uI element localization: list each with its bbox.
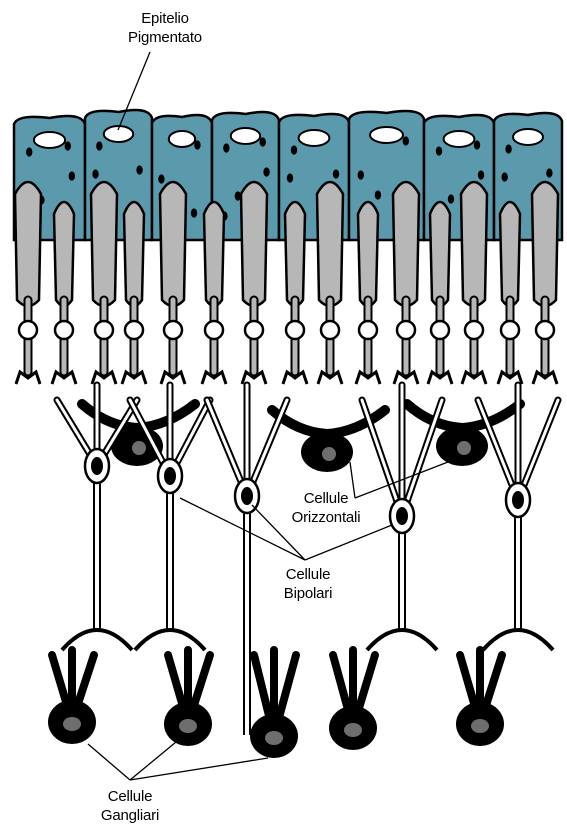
pigment-granule bbox=[65, 141, 71, 150]
photoreceptor-nucleus bbox=[245, 321, 263, 339]
pigment-granule bbox=[291, 145, 297, 154]
rod-outer-segment bbox=[358, 202, 378, 306]
rod-outer-segment bbox=[285, 202, 305, 306]
label-line: Cellule bbox=[266, 565, 350, 584]
ganglion-cells bbox=[48, 650, 504, 758]
photoreceptor-nucleus bbox=[397, 321, 415, 339]
epithelium-nucleus bbox=[370, 127, 403, 143]
photoreceptor-layer bbox=[15, 182, 558, 384]
bipolar-nucleus bbox=[164, 467, 176, 485]
photoreceptor-nucleus bbox=[501, 321, 519, 339]
photoreceptor-nucleus bbox=[286, 321, 304, 339]
pigment-granule bbox=[403, 136, 409, 145]
label-line: Gangliari bbox=[80, 806, 180, 825]
label-ganglion-cells: Cellule Gangliari bbox=[80, 787, 180, 825]
bipolar-nucleus bbox=[241, 487, 253, 505]
pigment-granule bbox=[287, 173, 293, 182]
epithelium-nucleus bbox=[299, 130, 330, 146]
cone-outer-segment bbox=[532, 182, 558, 306]
pigment-granule bbox=[260, 137, 266, 146]
ganglion-nucleus bbox=[63, 717, 81, 731]
pigment-granule bbox=[375, 190, 381, 199]
rod-outer-segment bbox=[124, 202, 144, 306]
ganglion-nucleus bbox=[265, 731, 283, 745]
pigment-granule bbox=[158, 174, 164, 183]
bipolar-nucleus bbox=[512, 491, 524, 509]
label-line: Pigmentato bbox=[110, 28, 220, 47]
epithelium-nucleus bbox=[34, 132, 65, 148]
label-bipolar-cells: Cellule Bipolari bbox=[266, 565, 350, 603]
pigment-granule bbox=[501, 172, 507, 181]
pigment-granule bbox=[136, 165, 142, 174]
photoreceptor-nucleus bbox=[431, 321, 449, 339]
pigment-granule bbox=[478, 170, 484, 179]
horizontal-cell-process bbox=[407, 404, 520, 428]
photoreceptor-nucleus bbox=[465, 321, 483, 339]
horizontal-cell-nucleus bbox=[322, 447, 336, 461]
photoreceptor-nucleus bbox=[359, 321, 377, 339]
ganglion-nucleus bbox=[344, 723, 362, 737]
pigment-granule bbox=[92, 169, 98, 178]
epithelium-nucleus bbox=[231, 128, 260, 144]
label-pigment-epithelium: Epitelio Pigmentato bbox=[110, 9, 220, 47]
leader-line bbox=[88, 742, 268, 780]
ganglion-nucleus bbox=[471, 719, 489, 733]
cone-outer-segment bbox=[317, 182, 343, 306]
rod-outer-segment bbox=[430, 202, 450, 306]
pigment-granule bbox=[194, 140, 200, 149]
pigment-granule bbox=[263, 167, 269, 176]
pigment-granule bbox=[448, 194, 454, 203]
label-line: Cellule bbox=[276, 489, 376, 508]
bipolar-terminal-arbor bbox=[135, 630, 205, 650]
label-line: Epitelio bbox=[110, 9, 220, 28]
epithelium-nucleus bbox=[444, 131, 475, 147]
horizontal-cell-nucleus bbox=[457, 441, 471, 455]
epithelium-nucleus bbox=[169, 131, 195, 147]
pigment-granule bbox=[69, 171, 75, 180]
photoreceptor-nucleus bbox=[125, 321, 143, 339]
cone-outer-segment bbox=[461, 182, 487, 306]
photoreceptor-nucleus bbox=[205, 321, 223, 339]
bipolar-terminal-arbor bbox=[367, 630, 437, 650]
pigment-granule bbox=[191, 208, 197, 217]
pigment-granule bbox=[333, 169, 339, 178]
bipolar-nucleus bbox=[396, 507, 408, 525]
pigment-granule bbox=[26, 147, 32, 156]
cone-outer-segment bbox=[160, 182, 186, 306]
ganglion-nucleus bbox=[179, 719, 197, 733]
photoreceptor-nucleus bbox=[95, 321, 113, 339]
rod-outer-segment bbox=[204, 202, 224, 306]
label-line: Cellule bbox=[80, 787, 180, 806]
pigment-granule bbox=[505, 144, 511, 153]
cone-outer-segment bbox=[393, 182, 419, 306]
horizontal-cell-nucleus bbox=[132, 441, 146, 455]
pigment-granule bbox=[223, 143, 229, 152]
pigment-granule bbox=[474, 140, 480, 149]
pigment-granule bbox=[436, 146, 442, 155]
rod-outer-segment bbox=[54, 202, 74, 306]
pigment-granule bbox=[546, 168, 552, 177]
cone-outer-segment bbox=[91, 182, 117, 306]
rod-outer-segment bbox=[500, 202, 520, 306]
label-horizontal-cells: Cellule Orizzontali bbox=[276, 489, 376, 527]
pigment-granule bbox=[358, 170, 364, 179]
label-line: Orizzontali bbox=[276, 508, 376, 527]
cone-outer-segment bbox=[15, 182, 41, 306]
photoreceptor-nucleus bbox=[321, 321, 339, 339]
photoreceptor-nucleus bbox=[19, 321, 37, 339]
label-line: Bipolari bbox=[266, 584, 350, 603]
photoreceptor-nucleus bbox=[164, 321, 182, 339]
photoreceptor-nucleus bbox=[536, 321, 554, 339]
photoreceptor-nucleus bbox=[55, 321, 73, 339]
bipolar-nucleus bbox=[91, 457, 103, 475]
pigment-granule bbox=[96, 141, 102, 150]
cone-outer-segment bbox=[241, 182, 267, 306]
epithelium-nucleus bbox=[513, 129, 543, 145]
bipolar-terminal-arbor bbox=[483, 630, 553, 650]
